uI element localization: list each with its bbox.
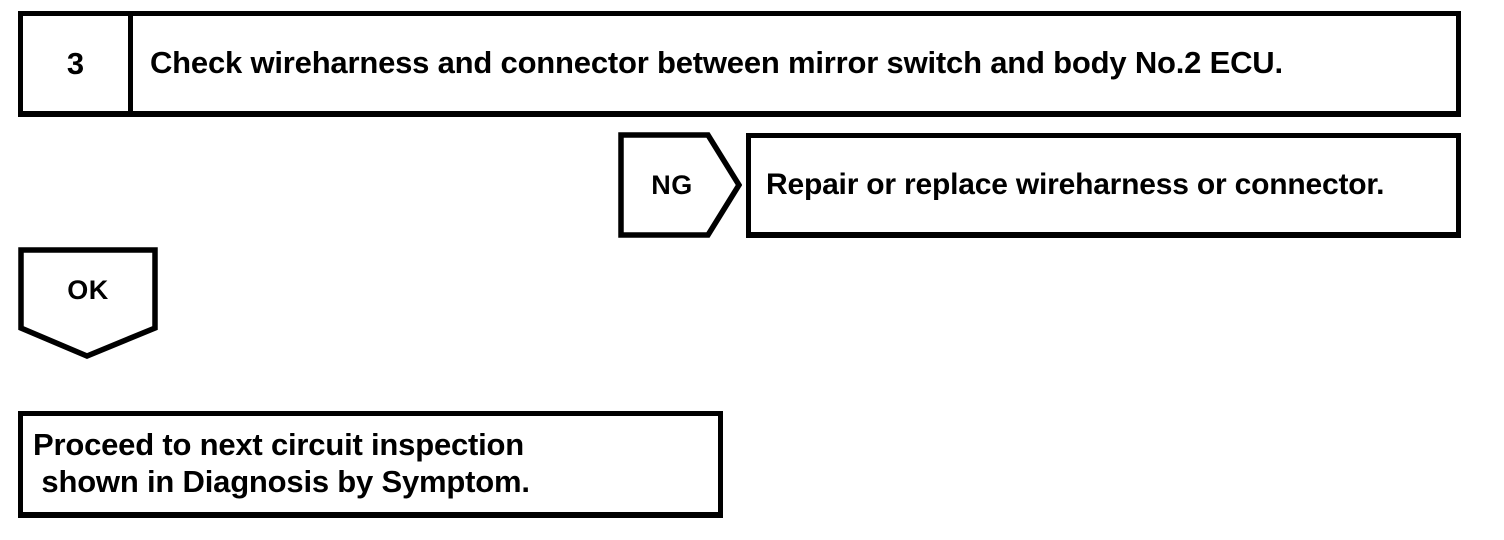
step-instruction-cell: Check wireharness and connector between …	[133, 16, 1456, 111]
ok-branch-flag	[18, 247, 158, 360]
ng-pentagon-shape	[618, 132, 742, 238]
ng-action-text: Repair or replace wireharness or connect…	[766, 168, 1385, 202]
ok-pentagon-shape	[18, 247, 158, 359]
step-number: 3	[66, 46, 85, 81]
step-number-cell: 3	[23, 16, 133, 111]
ng-action-box: Repair or replace wireharness or connect…	[746, 133, 1461, 238]
ng-branch-flag	[618, 132, 742, 238]
outcome-line-1: Proceed to next circuit inspection	[33, 427, 525, 463]
outcome-line-2: shown in Diagnosis by Symptom.	[33, 464, 530, 499]
step-instruction-text: Check wireharness and connector between …	[150, 45, 1283, 81]
step-instruction-bar: 3 Check wireharness and connector betwee…	[18, 11, 1461, 117]
outcome-box: Proceed to next circuit inspection shown…	[18, 411, 723, 518]
